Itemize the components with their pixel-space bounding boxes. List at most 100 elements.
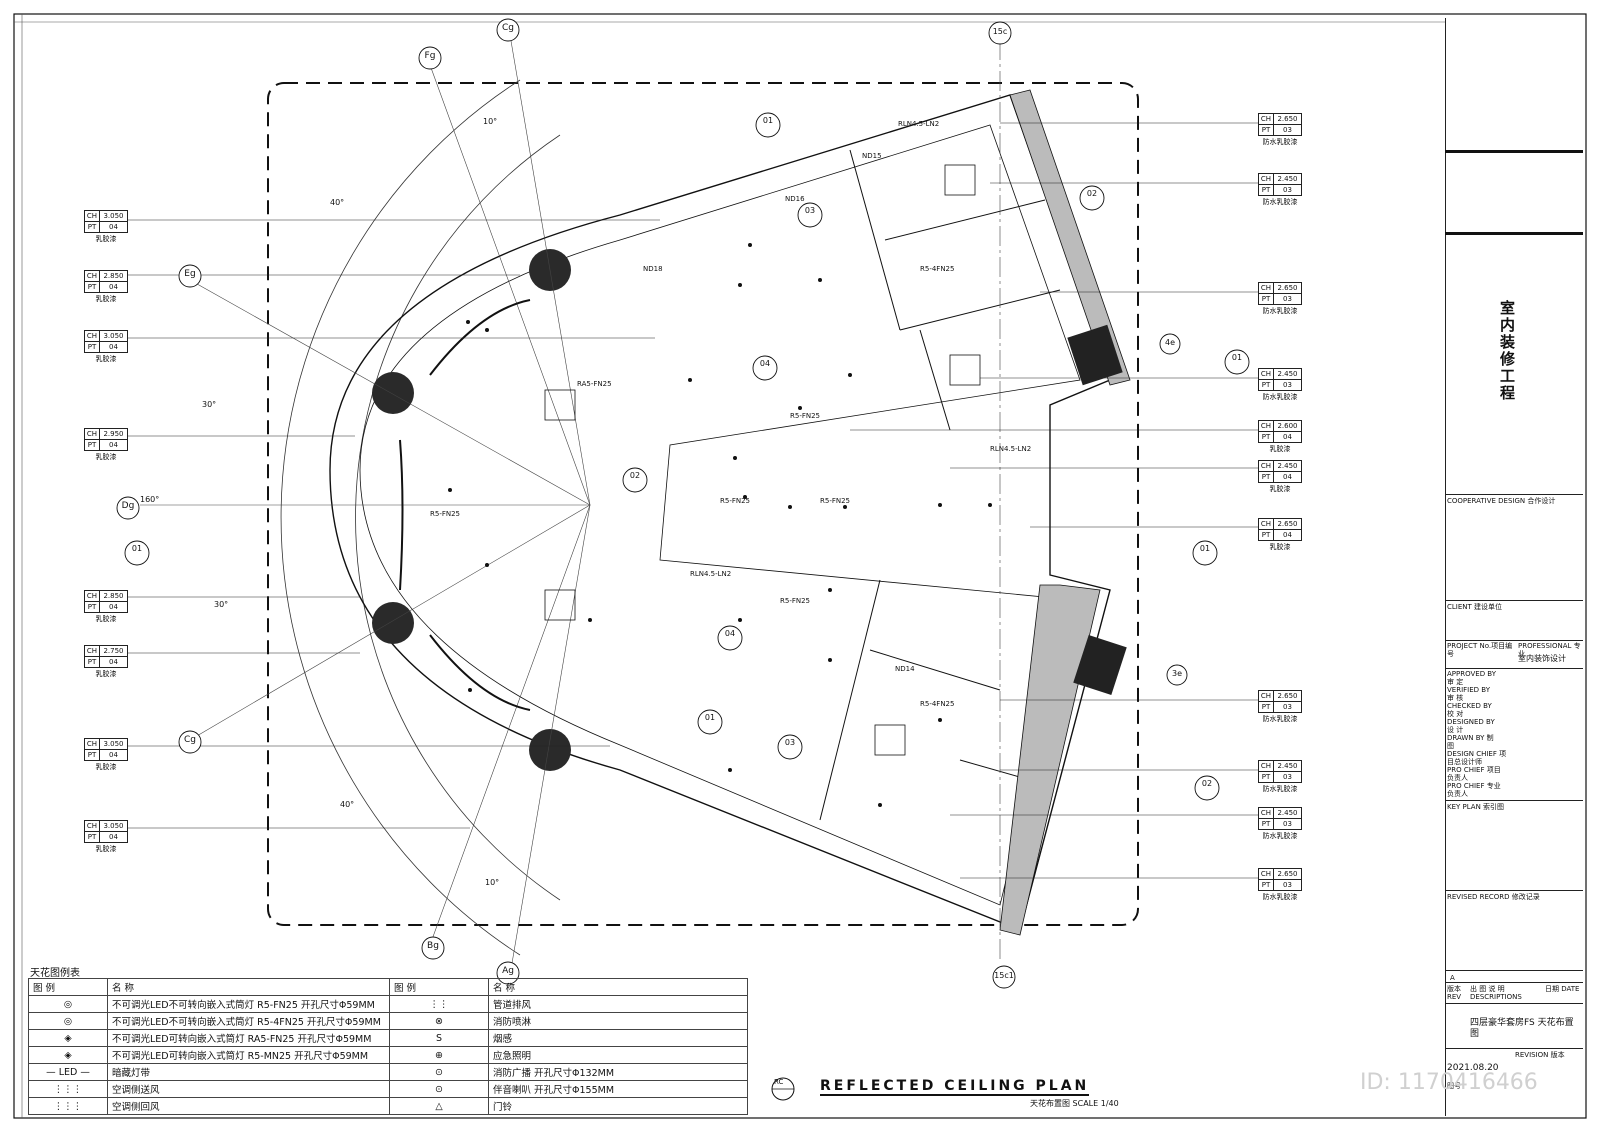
angle-label: 30° [202, 400, 217, 409]
finish-note: 乳胶漆 [95, 845, 117, 853]
ceiling-height: 2.600 [1277, 422, 1298, 430]
section-mark-label: 01 [762, 116, 774, 125]
pro-chief-2: PRO CHIEF 专业负责人 [1447, 782, 1501, 798]
ceiling-height: 2.650 [1277, 870, 1298, 878]
finish-note: 乳胶漆 [1269, 543, 1291, 551]
legend-name: 不可调光LED可转向嵌入式筒灯 RA5-FN25 开孔尺寸Φ59MM [107, 1029, 390, 1047]
ceiling-height: 2.750 [103, 647, 124, 655]
section-mark-label: 02 [629, 471, 641, 480]
legend-row: ⋮⋮⋮空调侧送风⊙伴音喇叭 开孔尺寸Φ155MM [28, 1080, 748, 1098]
angle-label: 30° [214, 600, 229, 609]
finish-note: 乳胶漆 [95, 670, 117, 678]
fixture-label: ND14 [895, 665, 915, 673]
ceiling-height: 2.650 [1277, 520, 1298, 528]
paint-code: 04 [1283, 531, 1292, 539]
paint-code: 04 [109, 223, 118, 231]
section-mark-label: 01 [1231, 353, 1243, 362]
section-mark-label: 01 [131, 544, 143, 553]
paint-code: 03 [1283, 295, 1292, 303]
section-mark-label: 04 [759, 359, 771, 368]
ceiling-height: 2.850 [103, 592, 124, 600]
grid-bubble-15c1: 15c1 [994, 971, 1014, 980]
ceiling-height: 2.850 [103, 272, 124, 280]
ceiling-height: 2.450 [1277, 762, 1298, 770]
legend-symbol: ◎ [28, 995, 108, 1013]
legend-name: 消防广播 开孔尺寸Φ132MM [488, 1063, 748, 1081]
paint-code: 04 [109, 658, 118, 666]
grid-bubble-3e: 3e [1171, 669, 1182, 678]
legend-row: ◎不可调光LED不可转向嵌入式筒灯 R5-FN25 开孔尺寸Φ59MM⋮⋮管道排… [28, 995, 748, 1013]
legend-header-row: 图 例 名 称 图 例 名 称 [28, 978, 748, 996]
paint-code: 04 [109, 833, 118, 841]
legend-symbol: ⊙ [389, 1080, 489, 1098]
legend-symbol: ⊕ [389, 1046, 489, 1064]
rev-header: 版本 REV [1447, 985, 1462, 1001]
client-label: CLIENT 建设单位 [1447, 603, 1503, 611]
legend-name: 伴音喇叭 开孔尺寸Φ155MM [488, 1080, 748, 1098]
finish-note: 防水乳胶漆 [1262, 785, 1298, 793]
ceiling-height: 2.450 [1277, 462, 1298, 470]
grid-bubble-bg: Bg [427, 941, 439, 951]
finish-note: 乳胶漆 [95, 763, 117, 771]
fixture-label: R5-FN25 [820, 497, 851, 505]
legend-symbol: ⊙ [389, 1063, 489, 1081]
angle-label: 40° [330, 198, 345, 207]
legend-symbol: △ [389, 1097, 489, 1115]
paint-code: 03 [1283, 881, 1292, 889]
grid-bubble-fg: Fg [424, 51, 436, 61]
title-block-rule [1445, 1048, 1583, 1049]
title-block-rule [1445, 494, 1583, 495]
plan-subtitle: 天花布置图 SCALE 1/40 [1030, 1099, 1119, 1108]
drawn-by: DRAWN BY 制 图 [1447, 734, 1494, 750]
plan-title: REFLECTED CEILING PLAN [820, 1078, 1090, 1096]
legend-name: 应急照明 [488, 1046, 748, 1064]
title-block-rule [1445, 600, 1583, 601]
section-mark-label: 03 [784, 738, 796, 747]
fixture-label: RLN4.5-LN2 [898, 120, 940, 128]
paint-code: 04 [109, 441, 118, 449]
key-plan-label: KEY PLAN 索引图 [1447, 803, 1505, 811]
legend-symbol: ⋮⋮ [389, 995, 489, 1013]
checked-by: CHECKED BY 校 对 [1447, 702, 1492, 718]
grid-bubble-ag: Ag [502, 966, 514, 976]
legend-symbol: ◈ [28, 1029, 108, 1047]
finish-note: 乳胶漆 [1269, 485, 1291, 493]
angle-label: 160° [140, 495, 160, 504]
professional-label: PROFESSIONAL 专业 [1518, 642, 1581, 658]
fixture-label: R5-FN25 [430, 510, 461, 518]
ceiling-height: 2.950 [103, 430, 124, 438]
finish-note: 防水乳胶漆 [1262, 198, 1298, 206]
legend-symbol: ⋮⋮⋮ [28, 1080, 108, 1098]
legend-header: 图 例 [28, 978, 108, 996]
fixture-label: RLN4.5-LN2 [990, 445, 1032, 453]
paint-code: 04 [109, 751, 118, 759]
fixture-label: ND15 [862, 152, 882, 160]
finish-note: 乳胶漆 [95, 453, 117, 461]
angle-label: 40° [340, 800, 355, 809]
finish-note: 防水乳胶漆 [1262, 893, 1298, 901]
title-block-rule [1445, 982, 1583, 983]
fixture-label: RLN4.5-LN2 [690, 570, 732, 578]
grid-bubble-cg-bottom: Cg [184, 735, 196, 745]
fixture-label: ND16 [785, 195, 805, 203]
fixture-label: R5-4FN25 [920, 265, 955, 273]
grid-bubble-cg-top: Cg [502, 23, 514, 33]
paint-code: 03 [1283, 381, 1292, 389]
legend-name: 门铃 [488, 1097, 748, 1115]
ceiling-height: 2.450 [1277, 809, 1298, 817]
section-mark-label: 01 [1199, 544, 1211, 553]
project-name: 室内装修工程 [1498, 300, 1516, 402]
fixture-label: R5-4FN25 [920, 700, 955, 708]
